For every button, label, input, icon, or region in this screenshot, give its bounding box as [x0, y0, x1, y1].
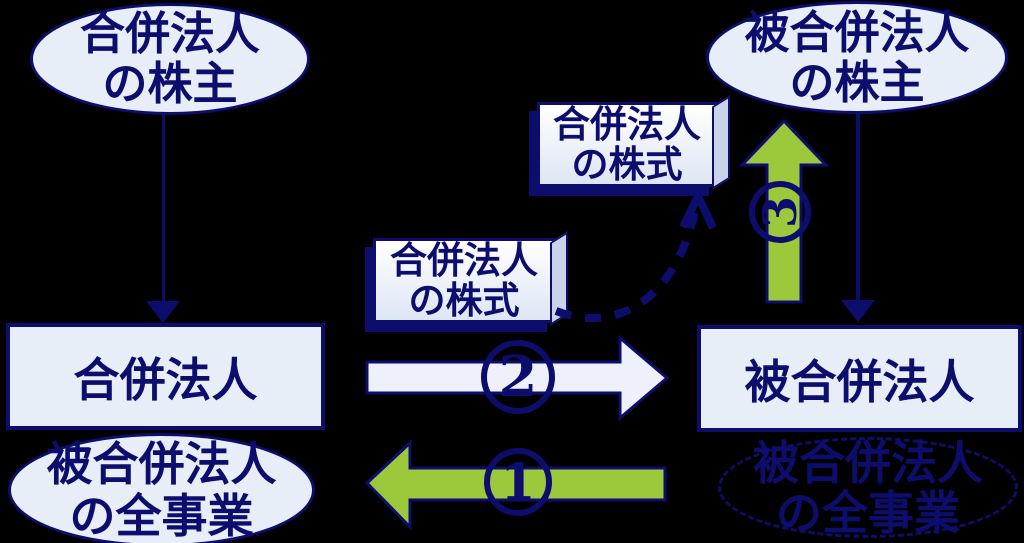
connector-left-arrowhead-icon: [146, 301, 180, 323]
step2-number: 2: [498, 344, 538, 410]
merging-shareholders-ellipse: 合併法人 の株主: [30, 3, 310, 115]
shares-box-lower: 合併法人 の株式: [373, 231, 568, 326]
merging-corp-box: 合併法人: [6, 323, 325, 430]
merging-shareholders-label-line2: の株主: [102, 57, 238, 110]
merged-shareholders-ellipse: 被合併法人 の株主: [706, 1, 1008, 114]
shares-box-upper-line2: の株式: [571, 142, 683, 186]
step3-badge: 3: [749, 181, 811, 243]
business-ellipse-left: 被合併法人 の全事業: [8, 433, 315, 543]
connector-merging-shareholders: [162, 113, 165, 302]
step1-badge: 1: [484, 448, 552, 516]
step1-number: 1: [500, 452, 536, 511]
merged-shareholders-label-line2: の株主: [789, 55, 925, 109]
shares-box-upper-side-face: [712, 95, 730, 190]
merged-corp-box: 被合併法人: [697, 325, 1022, 432]
business-right-line1: 被合併法人: [753, 435, 983, 490]
connector-merged-shareholders: [856, 112, 860, 302]
step3-number: 3: [752, 195, 807, 229]
merged-shareholders-label-line1: 被合併法人: [744, 5, 970, 59]
shares-box-upper: 合併法人 の株式: [537, 95, 730, 190]
shares-box-lower-line2: の株式: [408, 278, 520, 322]
step2-badge: 2: [481, 340, 555, 414]
business-left-line2: の全事業: [69, 489, 254, 543]
business-left-line1: 被合併法人: [46, 437, 277, 491]
business-ellipse-right: 被合併法人 の全事業: [718, 437, 1018, 538]
connector-right-arrowhead-icon: [841, 300, 875, 322]
shares-box-lower-line1: 合併法人: [390, 238, 538, 282]
shares-box-lower-side-face: [550, 231, 568, 326]
shares-box-upper-line1: 合併法人: [553, 102, 701, 146]
merging-corp-label: 合併法人: [73, 352, 258, 407]
dashed-arrowhead-icon: [679, 186, 717, 230]
merging-shareholders-label-line1: 合併法人: [79, 7, 260, 60]
shares-transfer-dashed-arrow: [554, 211, 699, 322]
business-right-line2: の全事業: [776, 485, 960, 540]
merged-corp-label: 被合併法人: [744, 354, 975, 409]
